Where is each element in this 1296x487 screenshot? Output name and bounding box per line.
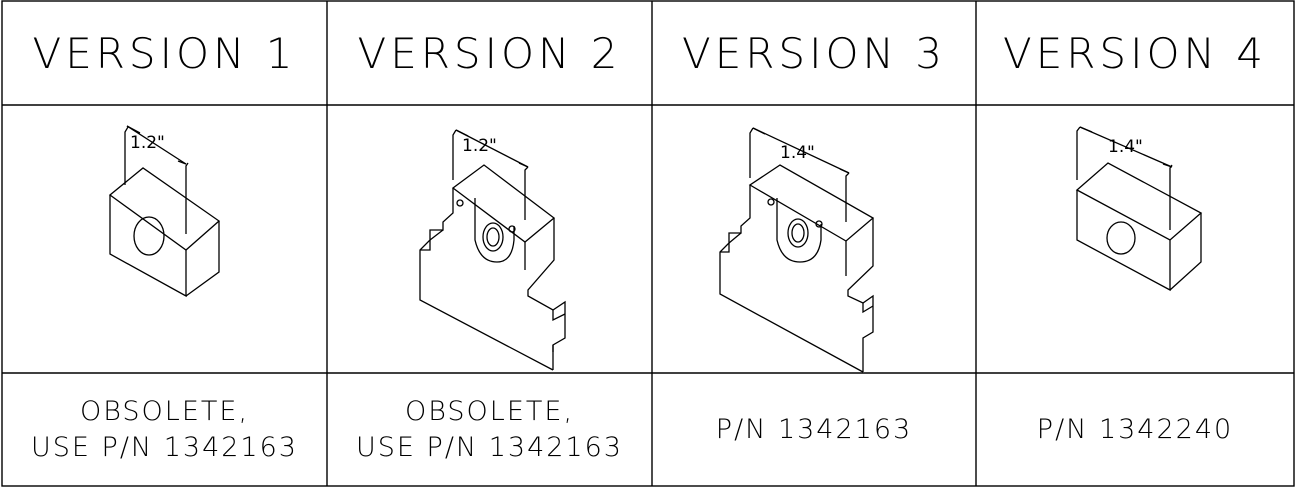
dimension-label-version-3: 1.4" [780,143,815,163]
dimension-label-version-4: 1.4" [1108,137,1143,157]
status-cell-version-4: P/N 1342240 [976,373,1294,486]
part-number-label: P/N 1342163 [715,413,913,445]
status-line-1: OBSOLETE, [79,395,250,427]
status-line-1: OBSOLETE, [404,395,575,427]
dimension-label-version-1: 1.2" [130,133,165,153]
status-cell-version-2: OBSOLETE, USE P/N 1342163 [327,373,652,486]
part-drawing-version-4 [1075,126,1203,292]
dimension-label-version-2: 1.2" [462,136,497,156]
column-header-version-4: VERSION 4 [1002,28,1268,78]
status-cell-version-3: P/N 1342163 [652,373,976,486]
status-line-2: USE P/N 1342163 [31,431,298,463]
part-number-label: P/N 1342240 [1036,413,1234,445]
column-header-version-2: VERSION 2 [357,28,622,78]
part-drawing-version-2 [419,129,566,371]
status-cell-version-1: OBSOLETE, USE P/N 1342163 [2,373,327,486]
column-header-version-1: VERSION 1 [32,28,297,78]
part-drawing-version-1 [108,125,221,298]
column-header-version-3: VERSION 3 [681,28,947,78]
part-drawing-version-3 [719,127,875,373]
status-line-2: USE P/N 1342163 [356,431,623,463]
